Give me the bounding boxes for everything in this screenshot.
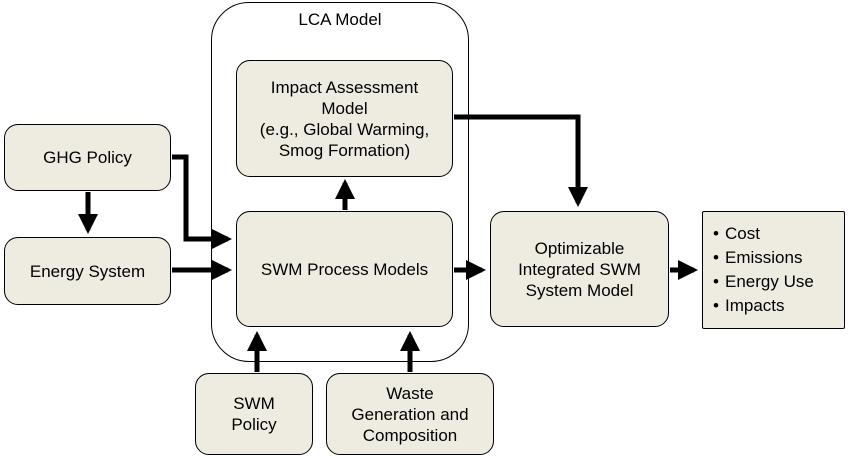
- ghg-policy-label: GHG Policy: [43, 148, 132, 167]
- ghg-policy-box: GHG Policy: [4, 124, 171, 191]
- arrow-impact-to-optimizable: [454, 114, 588, 207]
- output-item-energy-use: Energy Use: [713, 270, 814, 294]
- optimizable-line-2: Integrated SWM: [518, 259, 641, 279]
- waste-generation-line-2: Generation and: [351, 404, 469, 424]
- impact-assessment-line-4: Smog Formation): [278, 140, 411, 160]
- arrow-ghg-to-swm-process: [172, 154, 232, 249]
- lca-model-title: LCA Model: [298, 10, 382, 29]
- optimizable-line-3: System Model: [525, 280, 634, 300]
- outputs-list: Cost Emissions Energy Use Impacts: [713, 222, 814, 318]
- outputs-box: Cost Emissions Energy Use Impacts: [702, 211, 845, 329]
- output-item-impacts: Impacts: [713, 294, 814, 318]
- optimizable-line-1: Optimizable: [534, 238, 625, 258]
- output-item-cost: Cost: [713, 222, 814, 246]
- swm-policy-line-1: SWM: [233, 394, 275, 413]
- impact-assessment-model-box: Impact Assessment Model (e.g., Global Wa…: [236, 60, 453, 177]
- energy-system-label: Energy System: [29, 261, 146, 281]
- waste-generation-line-3: Composition: [362, 425, 458, 445]
- energy-system-box: Energy System: [4, 237, 171, 305]
- waste-generation-line-1: Waste: [386, 383, 434, 403]
- swm-policy-line-2: Policy: [231, 415, 277, 434]
- impact-assessment-line-3: (e.g., Global Warming,: [259, 119, 430, 139]
- output-item-emissions: Emissions: [713, 246, 814, 270]
- swm-policy-box: SWM Policy: [195, 373, 313, 455]
- optimizable-system-model-box: Optimizable Integrated SWM System Model: [490, 211, 669, 327]
- waste-generation-box: Waste Generation and Composition: [326, 373, 494, 455]
- swm-process-models-label: SWM Process Models: [260, 259, 429, 279]
- swm-process-models-box: SWM Process Models: [236, 211, 453, 327]
- impact-assessment-line-1: Impact Assessment: [270, 77, 419, 97]
- impact-assessment-line-2: Model: [321, 98, 368, 118]
